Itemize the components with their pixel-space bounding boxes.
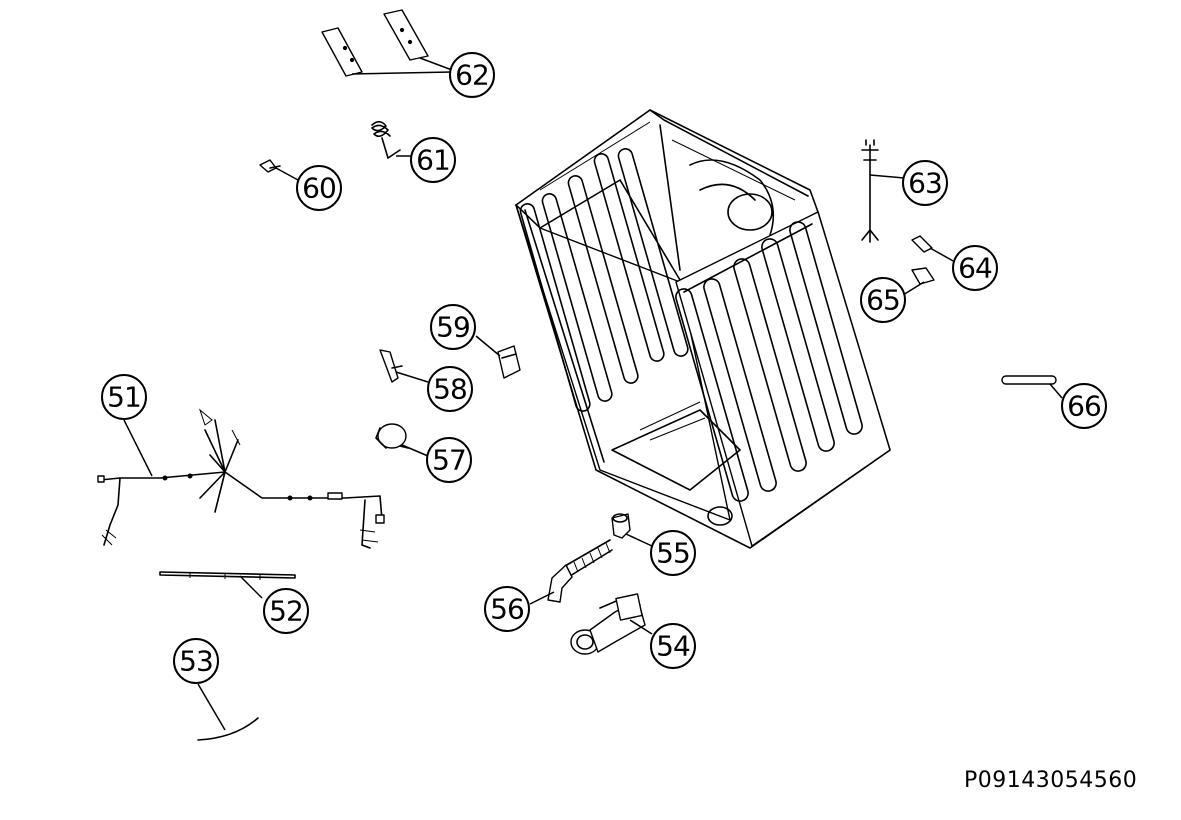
callout-label: 57 bbox=[432, 444, 466, 477]
callout-63: 63 bbox=[902, 160, 948, 206]
callout-52: 52 bbox=[263, 588, 309, 634]
callout-label: 51 bbox=[107, 381, 141, 414]
hook-part bbox=[379, 349, 403, 383]
callout-64: 64 bbox=[952, 245, 998, 291]
callout-label: 64 bbox=[958, 252, 992, 285]
drain-pump bbox=[570, 593, 646, 655]
callout-label: 58 bbox=[433, 373, 467, 406]
curved-wire-part bbox=[197, 717, 259, 741]
flat-link-part bbox=[1001, 375, 1057, 385]
callout-label: 63 bbox=[908, 167, 942, 200]
leader-lines bbox=[123, 57, 1063, 731]
clip-part bbox=[497, 345, 521, 379]
small-clip-65 bbox=[911, 267, 935, 285]
callout-label: 55 bbox=[656, 537, 690, 570]
callout-label: 65 bbox=[866, 284, 900, 317]
callout-59: 59 bbox=[430, 304, 476, 350]
callout-60: 60 bbox=[296, 165, 342, 211]
callout-58: 58 bbox=[427, 366, 473, 412]
callout-label: 66 bbox=[1067, 390, 1101, 423]
callout-label: 54 bbox=[656, 630, 690, 663]
small-fastener bbox=[259, 159, 281, 173]
callout-57: 57 bbox=[426, 437, 472, 483]
callout-51: 51 bbox=[101, 374, 147, 420]
callout-55: 55 bbox=[650, 530, 696, 576]
callout-label: 56 bbox=[490, 593, 524, 626]
callout-61: 61 bbox=[410, 137, 456, 183]
power-cord bbox=[861, 139, 879, 243]
round-bracket bbox=[375, 423, 409, 449]
callout-label: 61 bbox=[416, 144, 450, 177]
callout-label: 52 bbox=[269, 595, 303, 628]
bracket-pair bbox=[321, 9, 429, 77]
drain-hose bbox=[547, 539, 613, 603]
document-code: P09143054560 bbox=[964, 768, 1138, 793]
callout-label: 62 bbox=[455, 59, 489, 92]
wiring-harness bbox=[97, 408, 385, 549]
flat-strip-part bbox=[159, 571, 296, 580]
callout-53: 53 bbox=[173, 638, 219, 684]
callout-66: 66 bbox=[1061, 383, 1107, 429]
callout-label: 53 bbox=[179, 645, 213, 678]
spring-part bbox=[371, 120, 401, 159]
callout-label: 59 bbox=[436, 311, 470, 344]
callout-65: 65 bbox=[860, 277, 906, 323]
callout-62: 62 bbox=[449, 52, 495, 98]
small-clip-64 bbox=[911, 235, 933, 253]
callout-54: 54 bbox=[650, 623, 696, 669]
callout-56: 56 bbox=[484, 586, 530, 632]
callout-label: 60 bbox=[302, 172, 336, 205]
cabinet-body bbox=[515, 109, 891, 549]
